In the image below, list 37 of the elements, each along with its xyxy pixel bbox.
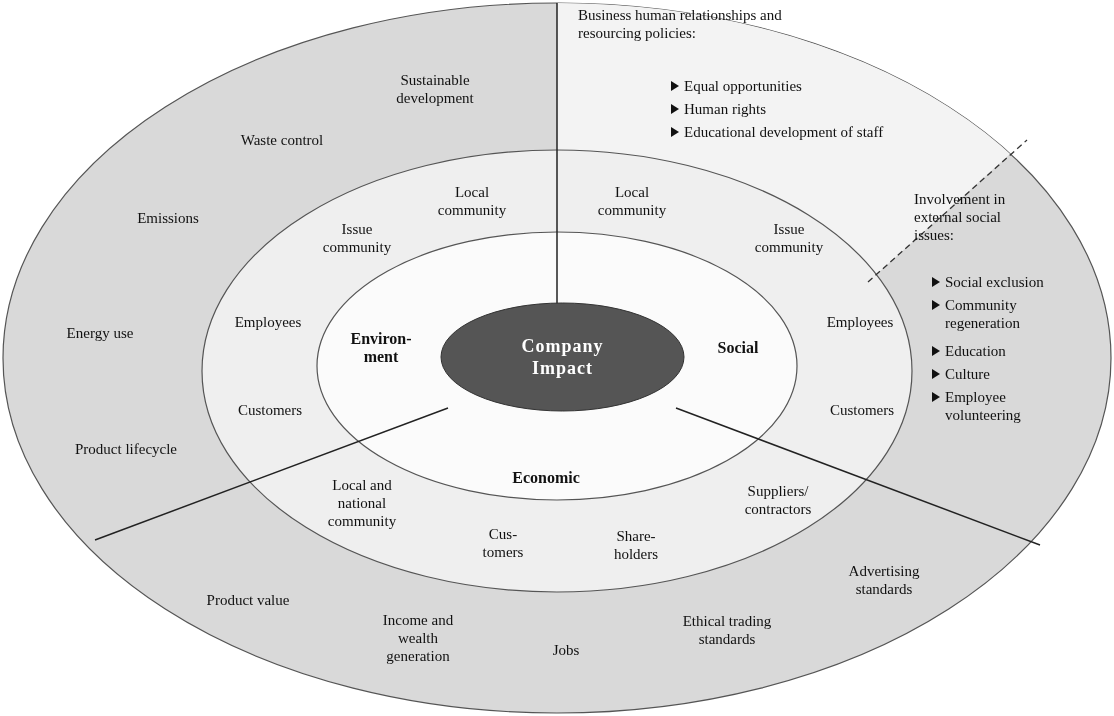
text-label: Suppliers/ contractors — [743, 482, 813, 518]
node-label: Company Impact — [520, 335, 605, 379]
text-label: Ethical trading standards — [681, 612, 773, 648]
text-label: Social exclusion — [945, 273, 1044, 291]
text-label: Customers — [829, 401, 895, 419]
sector-heading: Social — [717, 339, 759, 357]
text-label: Share- holders — [612, 527, 660, 563]
text-label: Employee volunteering — [945, 388, 1022, 424]
text-label: Sustainable development — [395, 71, 475, 107]
text-label: Local community — [596, 183, 668, 219]
text-label: Energy use — [66, 324, 134, 342]
text-label: Product lifecycle — [75, 440, 177, 458]
text-label: Issue community — [321, 220, 393, 256]
center-ellipse — [440, 302, 685, 412]
text-label: Waste control — [240, 131, 324, 149]
text-label: Advertising standards — [847, 562, 921, 598]
text-label: Local and national community — [326, 476, 398, 530]
text-label: Culture — [945, 365, 990, 383]
text-label: Customers — [237, 401, 303, 419]
text-label: Community regeneration — [945, 296, 1021, 332]
text-label: Income and wealth generation — [381, 611, 455, 665]
text-label: Cus- tomers — [481, 525, 525, 561]
sector-heading: Economic — [512, 469, 580, 487]
text-label: Local community — [436, 183, 508, 219]
text-label: Equal opportunities — [684, 77, 802, 95]
text-label: Product value — [206, 591, 290, 609]
text-label: Employees — [234, 313, 302, 331]
text-label: Issue community — [753, 220, 825, 256]
text-label: Emissions — [137, 209, 199, 227]
text-label: Human rights — [684, 100, 767, 118]
text-label: Educational development of staff — [684, 123, 884, 141]
text-label: Business human relationships and resourcing policies: — [578, 6, 783, 42]
text-label: Involvement in external social issues: — [914, 190, 1007, 244]
text-label: Jobs — [552, 641, 580, 659]
sector-heading: Environ- ment — [349, 330, 413, 366]
text-label: Education — [945, 342, 1006, 360]
text-label: Employees — [826, 313, 894, 331]
